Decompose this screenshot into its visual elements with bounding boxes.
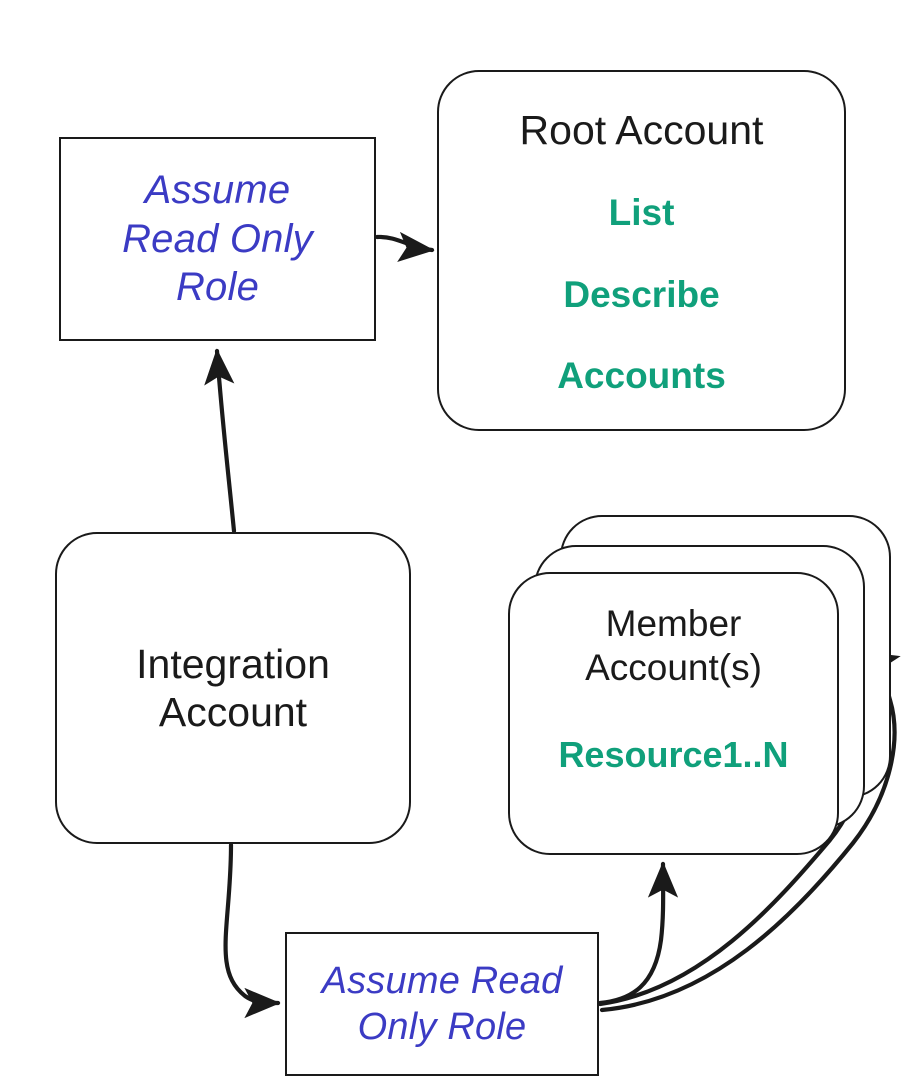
integration-account-node[interactable]: Integration Account [55, 532, 411, 844]
member-account-resource-label: Resource1..N [558, 734, 789, 776]
root-account-action-line2: Describe [563, 273, 720, 315]
root-account-node[interactable]: Root Account List Describe Accounts [437, 70, 846, 431]
member-account-title-line2: Account(s) [585, 646, 762, 688]
assume-read-only-role-label-line2: Read Only [122, 216, 313, 261]
assume-read-only-role-member-label-line2: Only Role [357, 1006, 527, 1048]
edge-integration-to-assume-role-member [223, 842, 281, 1019]
member-account-stack[interactable]: Member Account(s) Resource1..N [505, 512, 895, 860]
assume-read-only-role-box-root[interactable]: Assume Read Only Role [59, 137, 376, 341]
root-account-title: Root Account [519, 107, 764, 153]
assume-read-only-role-label-line3: Role [175, 265, 260, 310]
edge-integration-to-assume-role [204, 348, 237, 534]
edge-assume-role-to-root-account [374, 231, 435, 262]
integration-account-title-line1: Integration [136, 640, 330, 687]
root-account-action-line3: Accounts [557, 354, 726, 396]
integration-account-title-line2: Account [158, 689, 308, 735]
edge-assume-role-member-to-member-front [597, 861, 679, 1006]
member-account-card-front[interactable]: Member Account(s) Resource1..N [508, 572, 839, 855]
assume-read-only-role-member-label-line1: Assume Read [321, 959, 563, 1002]
assume-read-only-role-label-line1: Assume [144, 167, 291, 212]
assume-read-only-role-box-member[interactable]: Assume Read Only Role [285, 932, 599, 1076]
root-account-action-line1: List [608, 192, 675, 234]
member-account-title-line1: Member [605, 603, 742, 644]
